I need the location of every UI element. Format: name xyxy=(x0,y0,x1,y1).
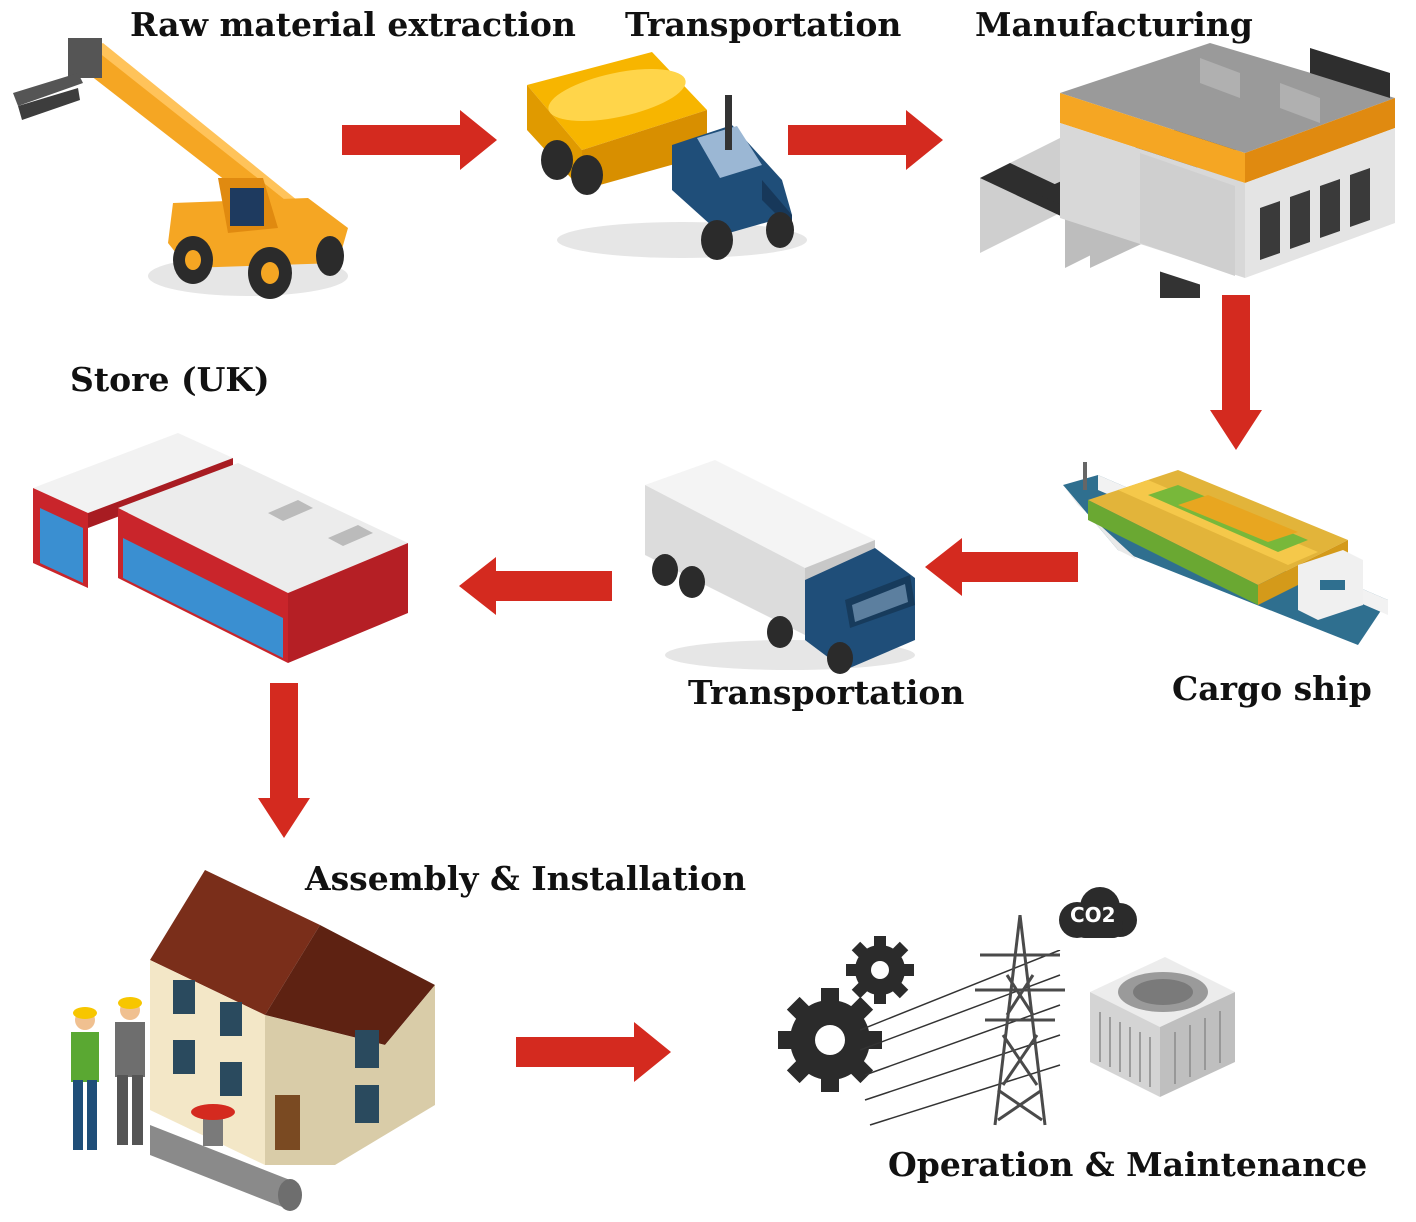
arrow-left-2 xyxy=(459,557,612,615)
co2-cloud-shape xyxy=(1059,887,1137,938)
container-stack xyxy=(1088,470,1348,605)
power-lines xyxy=(860,950,1061,1126)
dump-truck-icon xyxy=(527,52,807,260)
label-raw-material: Raw material extraction xyxy=(130,5,576,44)
worker-2 xyxy=(115,997,145,1145)
air-conditioner-icon xyxy=(1090,957,1235,1097)
worker-1 xyxy=(71,1007,99,1150)
co2-label: CO2 xyxy=(1070,903,1116,927)
arrow-left-1 xyxy=(925,538,1078,596)
label-store: Store (UK) xyxy=(70,360,270,399)
label-transport-2: Transportation xyxy=(688,673,965,712)
telescopic-handler-icon xyxy=(13,38,348,299)
arrow-right-1 xyxy=(342,110,497,170)
co2-cloud-icon: CO2 xyxy=(1055,885,1140,945)
gears-icon xyxy=(778,936,914,1092)
label-cargo-ship: Cargo ship xyxy=(1172,669,1372,708)
house-workers-icon xyxy=(71,870,435,1211)
cargo-ship-icon xyxy=(1063,462,1388,645)
box-truck-icon xyxy=(645,460,915,674)
label-assembly: Assembly & Installation xyxy=(305,859,747,898)
pipe-valve-icon xyxy=(150,1104,302,1211)
arrow-down-2 xyxy=(258,683,310,838)
label-transport-1: Transportation xyxy=(625,5,902,44)
label-manufacturing: Manufacturing xyxy=(975,5,1253,44)
power-pylon-icon xyxy=(975,915,1065,1126)
warehouse-icon xyxy=(33,433,408,663)
arrow-down-1 xyxy=(1210,295,1262,450)
label-operation: Operation & Maintenance xyxy=(888,1145,1368,1184)
factory-icon xyxy=(980,43,1395,298)
arrow-right-3 xyxy=(516,1022,671,1082)
